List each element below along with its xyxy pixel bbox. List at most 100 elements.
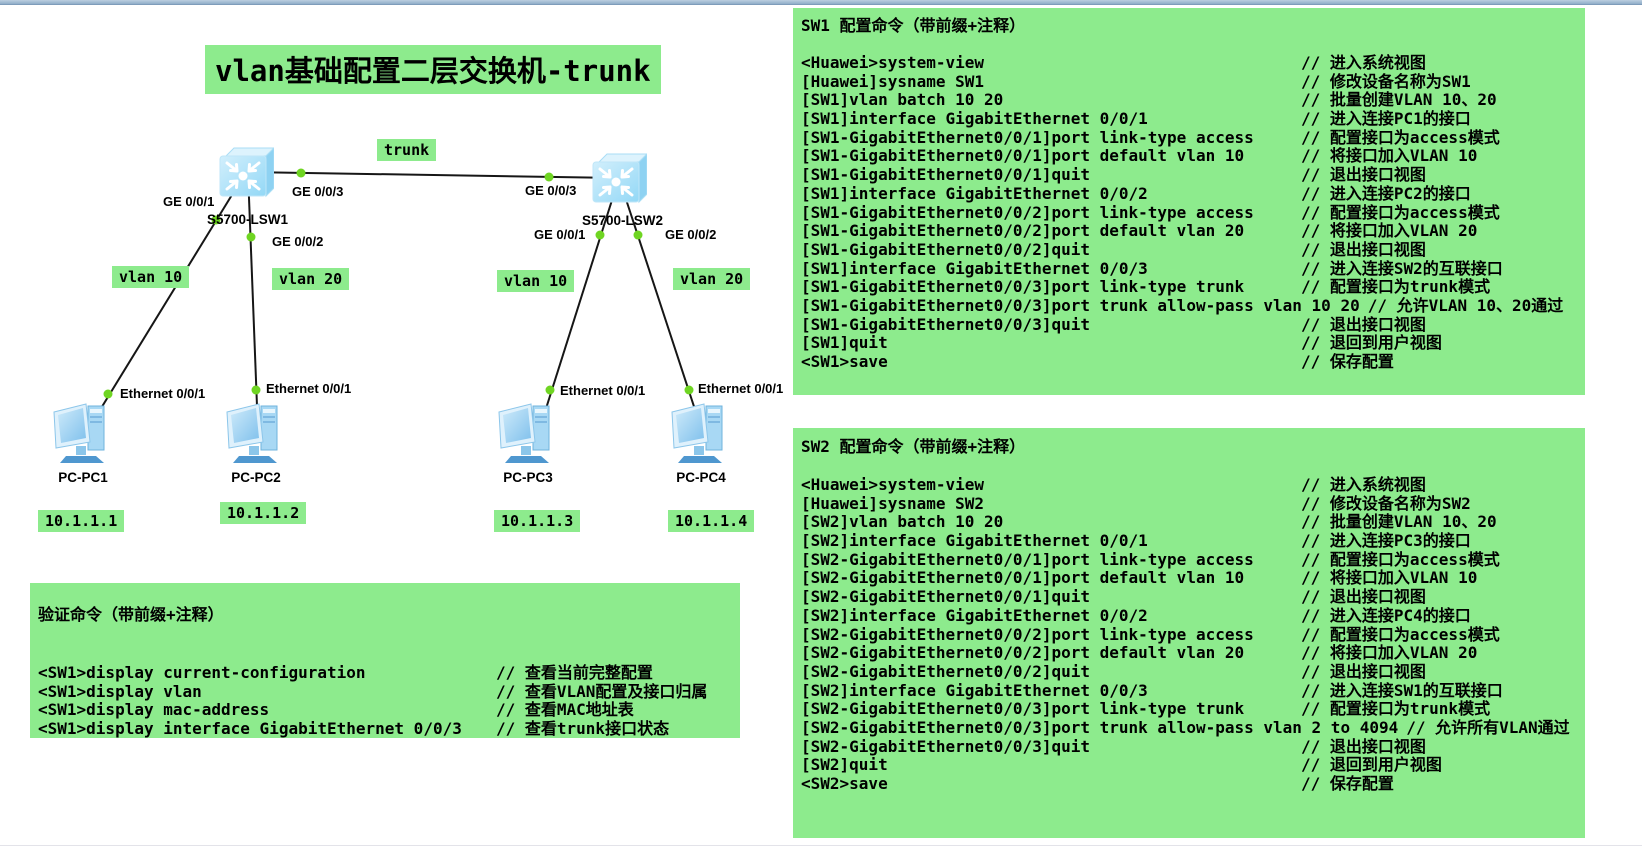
command-text: [SW2-GigabitEthernet0/0/1]port link-type… <box>801 549 1254 569</box>
port-label-sw2-ge1: GE 0/0/1 <box>534 227 586 242</box>
command-text: <SW1>display mac-address <box>38 700 270 720</box>
command-comment: // 将接口加入VLAN 10 <box>1301 146 1478 166</box>
command-line: [SW2]interface GigabitEthernet 0/0/3// 进… <box>801 681 1577 701</box>
command-comment: // 退出接口视图 <box>1301 587 1426 607</box>
command-line: <Huawei>system-view // 进入系统视图 <box>801 53 1577 73</box>
port-label-sw1-ge1: GE 0/0/1 <box>163 194 215 209</box>
command-line: [SW2-GigabitEthernet0/0/2]port link-type… <box>801 624 1577 645</box>
verify-commands-panel: 验证命令（带前缀+注释） <SW1>display current-config… <box>30 583 740 738</box>
command-text: [SW2-GigabitEthernet0/0/3]port link-type… <box>801 699 1245 719</box>
command-line: [SW2]interface GigabitEthernet 0/0/1// 进… <box>801 531 1577 551</box>
command-text: <SW1>save <box>801 352 888 371</box>
pc-icon <box>498 403 550 463</box>
sw2-config-panel: SW2 配置命令（带前缀+注释） <Huawei>system-view// 进… <box>793 428 1585 838</box>
command-text: [SW1-GigabitEthernet0/0/3]port trunk all… <box>801 295 1360 315</box>
vlan-tag-1: vlan 10 <box>112 266 190 288</box>
command-comment: // 查看当前完整配置 <box>496 663 653 682</box>
command-comment: // 进入连接PC1的接口 <box>1301 109 1471 129</box>
link-endpoint-dot <box>633 230 643 240</box>
command-line: [SW2-GigabitEthernet0/0/3]port trunk all… <box>801 718 1577 738</box>
command-line: [SW1]interface GigabitEthernet 0/0/3// 进… <box>801 259 1577 279</box>
command-text: [SW2]vlan batch 10 20 <box>801 512 1004 532</box>
switch-lsw2[interactable] <box>591 150 647 206</box>
command-comment: // 配置接口为trunk模式 <box>1301 277 1491 297</box>
command-comment: // 批量创建VLAN 10、20 <box>1301 90 1497 110</box>
command-text: [SW1-GigabitEthernet0/0/1]quit <box>801 165 1090 185</box>
pc-pc4-ip: 10.1.1.4 <box>668 510 755 532</box>
command-comment: // 将接口加入VLAN 10 <box>1301 568 1478 588</box>
command-line: [SW1-GigabitEthernet0/0/3]port link-type… <box>801 277 1577 297</box>
command-comment: // 配置接口为access模式 <box>1301 624 1500 644</box>
command-text: <Huawei>system-view <box>801 53 985 72</box>
command-comment: // 配置接口为access模式 <box>1301 127 1500 147</box>
command-comment: // 修改设备名称为SW2 <box>1301 493 1471 513</box>
link-endpoint-dot <box>544 172 554 182</box>
vlan-tag-3: vlan 10 <box>497 270 575 292</box>
command-text: [SW1]interface GigabitEthernet 0/0/2 <box>801 183 1148 203</box>
link-endpoint-dot <box>103 389 113 399</box>
port-label-sw1-ge3: GE 0/0/3 <box>292 184 344 199</box>
command-text: [SW2-GigabitEthernet0/0/3]quit <box>801 736 1090 756</box>
port-label-pc3: Ethernet 0/0/1 <box>560 383 646 398</box>
command-line: [SW2-GigabitEthernet0/0/3]quit// 退出接口视图 <box>801 736 1577 757</box>
command-text: <Huawei>system-view <box>801 475 985 494</box>
command-line: [SW1]vlan batch 10 20// 批量创建VLAN 10、20 <box>801 91 1577 110</box>
command-comment: // 查看VLAN配置及接口归属 <box>496 681 708 701</box>
command-line: [Huawei]sysname SW2// 修改设备名称为SW2 <box>801 493 1577 514</box>
command-line: [SW1-GigabitEthernet0/0/3]quit// 退出接口视图 <box>801 314 1577 335</box>
command-comment: // 批量创建VLAN 10、20 <box>1301 512 1497 532</box>
command-comment: // 查看MAC地址表 <box>496 700 634 720</box>
verify-command-list: <SW1>display current-configuration// 查看当… <box>38 663 732 739</box>
command-text: <SW2>save <box>801 774 888 793</box>
command-line: [SW2-GigabitEthernet0/0/2]port default v… <box>801 643 1577 663</box>
command-text: [SW1]interface GigabitEthernet 0/0/1 <box>801 109 1148 129</box>
command-text: <SW1>display interface GigabitEthernet 0… <box>38 719 462 739</box>
link-endpoint-dot <box>251 385 261 395</box>
command-comment: // 将接口加入VLAN 20 <box>1301 221 1478 241</box>
command-comment: // 保存配置 <box>1301 352 1394 371</box>
pc-pc3[interactable] <box>497 400 559 466</box>
sw2-panel-title: SW2 配置命令（带前缀+注释） <box>801 437 1026 456</box>
command-line: <SW1>display current-configuration// 查看当… <box>38 663 732 683</box>
topology-diagram: vlan基础配置二层交换机-trunk <box>0 0 793 851</box>
command-line: [SW2-GigabitEthernet0/0/1]port default v… <box>801 569 1577 588</box>
command-line: [SW1-GigabitEthernet0/0/2]port default v… <box>801 221 1577 241</box>
pc-pc1[interactable] <box>52 400 114 466</box>
command-comment: // 进入连接PC2的接口 <box>1301 183 1471 203</box>
command-comment: // 进入连接PC3的接口 <box>1301 531 1471 551</box>
command-text: [SW1]quit <box>801 333 888 353</box>
command-comment: // 退回到用户视图 <box>1301 333 1442 353</box>
sw1-panel-title: SW1 配置命令（带前缀+注释） <box>801 16 1026 35</box>
command-text: [SW2]quit <box>801 755 888 775</box>
pc-pc4[interactable] <box>670 400 732 466</box>
switch-icon <box>219 147 274 198</box>
link-endpoint-dot <box>545 385 555 395</box>
pc-icon <box>53 403 105 463</box>
link-endpoint-dot <box>296 168 306 178</box>
command-text: [Huawei]sysname SW1 <box>801 71 985 91</box>
command-comment: // 查看trunk接口状态 <box>496 719 670 739</box>
vlan-tag-2: vlan 20 <box>272 268 350 290</box>
command-line: [SW1]interface GigabitEthernet 0/0/1 // 进… <box>801 109 1577 129</box>
window-top-bar <box>0 0 1642 5</box>
command-text: [SW1-GigabitEthernet0/0/1]port link-type… <box>801 127 1254 147</box>
port-label-pc2: Ethernet 0/0/1 <box>266 381 352 396</box>
command-line: [SW2-GigabitEthernet0/0/1]quit // 退出接口视图 <box>801 587 1577 607</box>
command-text: [SW2]interface GigabitEthernet 0/0/2 <box>801 605 1148 625</box>
pc-icon <box>671 403 723 463</box>
command-line: [SW1-GigabitEthernet0/0/1]port link-type… <box>801 127 1577 148</box>
trunk-label: trunk <box>377 139 437 161</box>
command-comment: // 配置接口为trunk模式 <box>1301 699 1491 719</box>
command-comment: // 进入系统视图 <box>1301 53 1426 72</box>
switch-lsw1[interactable] <box>218 144 274 200</box>
command-text: [SW2-GigabitEthernet0/0/1]quit <box>801 587 1090 607</box>
command-line: <Huawei>system-view// 进入系统视图 <box>801 475 1577 495</box>
verify-panel-title: 验证命令（带前缀+注释） <box>38 605 224 624</box>
command-text: [SW1-GigabitEthernet0/0/3]quit <box>801 314 1090 334</box>
port-label-sw2-ge2: GE 0/0/2 <box>665 227 717 242</box>
command-comment: // 保存配置 <box>1301 774 1394 793</box>
command-line: [SW1-GigabitEthernet0/0/2]port link-type… <box>801 203 1577 223</box>
sw2-command-list: <Huawei>system-view// 进入系统视图 [Huawei]sys… <box>801 475 1577 794</box>
port-label-pc1: Ethernet 0/0/1 <box>120 386 206 401</box>
pc-pc2[interactable] <box>225 400 287 466</box>
